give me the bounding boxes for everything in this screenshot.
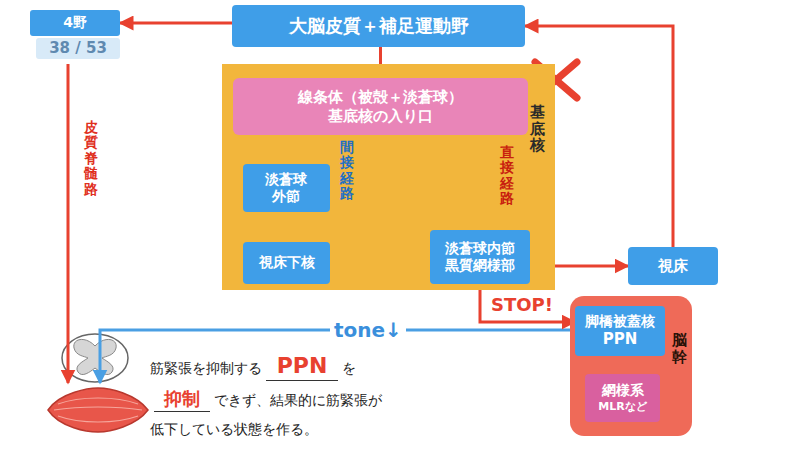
node-text: 視床下核 xyxy=(259,254,315,272)
node-text: PPN xyxy=(603,330,638,349)
node-text: 脚橋被蓋核 xyxy=(585,313,655,331)
caption-text: 低下している状態を作る。 xyxy=(150,421,318,439)
caption-text: 筋緊張を抑制する xyxy=(150,360,262,378)
fill-in-answer: 抑制 xyxy=(154,388,210,412)
caption-line: 低下している状態を作る。 xyxy=(150,421,318,439)
ppn-box: 脚橋被蓋核PPN xyxy=(575,306,665,356)
tone-label: tone↓ xyxy=(330,317,406,344)
caption-text: できず、結果的に筋緊張が xyxy=(214,392,382,410)
path-label: 間接経路 xyxy=(340,140,354,202)
node-text: 視床 xyxy=(658,257,688,276)
connector-arrow xyxy=(120,22,232,25)
spinal-cord-outline xyxy=(62,334,128,382)
page-counter: 38 / 53 xyxy=(36,38,120,59)
muscle-fibers xyxy=(54,398,142,422)
gpi-snr-box: 淡蒼球内節 黒質網様部 xyxy=(430,230,530,284)
path-label: 直接経路 xyxy=(500,145,514,207)
caption-line: 抑制できず、結果的に筋緊張が xyxy=(150,388,382,412)
muscle-illustration xyxy=(48,388,148,432)
striatum-box: 線条体（被殻＋淡蒼球）基底核の入り口 xyxy=(233,78,528,135)
tract-label: 皮質脊髄路 xyxy=(84,120,98,197)
fill-in-answer: PPN xyxy=(266,352,338,381)
muscle-belly xyxy=(48,388,148,432)
node-text: 淡蒼球 外節 xyxy=(261,171,311,206)
cortex-box: 大脳皮質＋補足運動野 xyxy=(232,5,525,47)
node-text: 4野 xyxy=(63,14,87,32)
region-label: 脳幹 xyxy=(672,332,687,365)
caption-text: を xyxy=(342,360,356,378)
grey-matter xyxy=(74,339,116,374)
spinal-cord-illustration xyxy=(62,334,128,382)
corticospinal-line xyxy=(67,64,70,383)
node-text: 線条体（被殻＋淡蒼球） xyxy=(298,88,463,107)
reticular-box: 網様系MLRなど xyxy=(585,374,660,422)
brainstem-region: 脳幹脚橋被蓋核PPN 網様系MLRなど xyxy=(570,296,692,436)
node-text: 淡蒼球内節 黒質網様部 xyxy=(441,240,519,275)
node-text: 大脳皮質＋補足運動野 xyxy=(289,15,469,38)
caption-line: 筋緊張を抑制するPPNを xyxy=(150,352,356,381)
edge-label: STOP! xyxy=(488,294,556,317)
node-text: 網様系 xyxy=(602,382,644,400)
gpe-box: 淡蒼球 外節 xyxy=(243,164,330,212)
node-text: 基底核の入り口 xyxy=(328,107,433,126)
cortex-area-box: 4野 xyxy=(30,10,120,36)
node-text: MLRなど xyxy=(598,400,646,414)
thalamus-box: 視床 xyxy=(628,247,718,285)
stn-box: 視床下核 xyxy=(243,242,330,284)
region-label: 基底核 xyxy=(530,104,545,154)
